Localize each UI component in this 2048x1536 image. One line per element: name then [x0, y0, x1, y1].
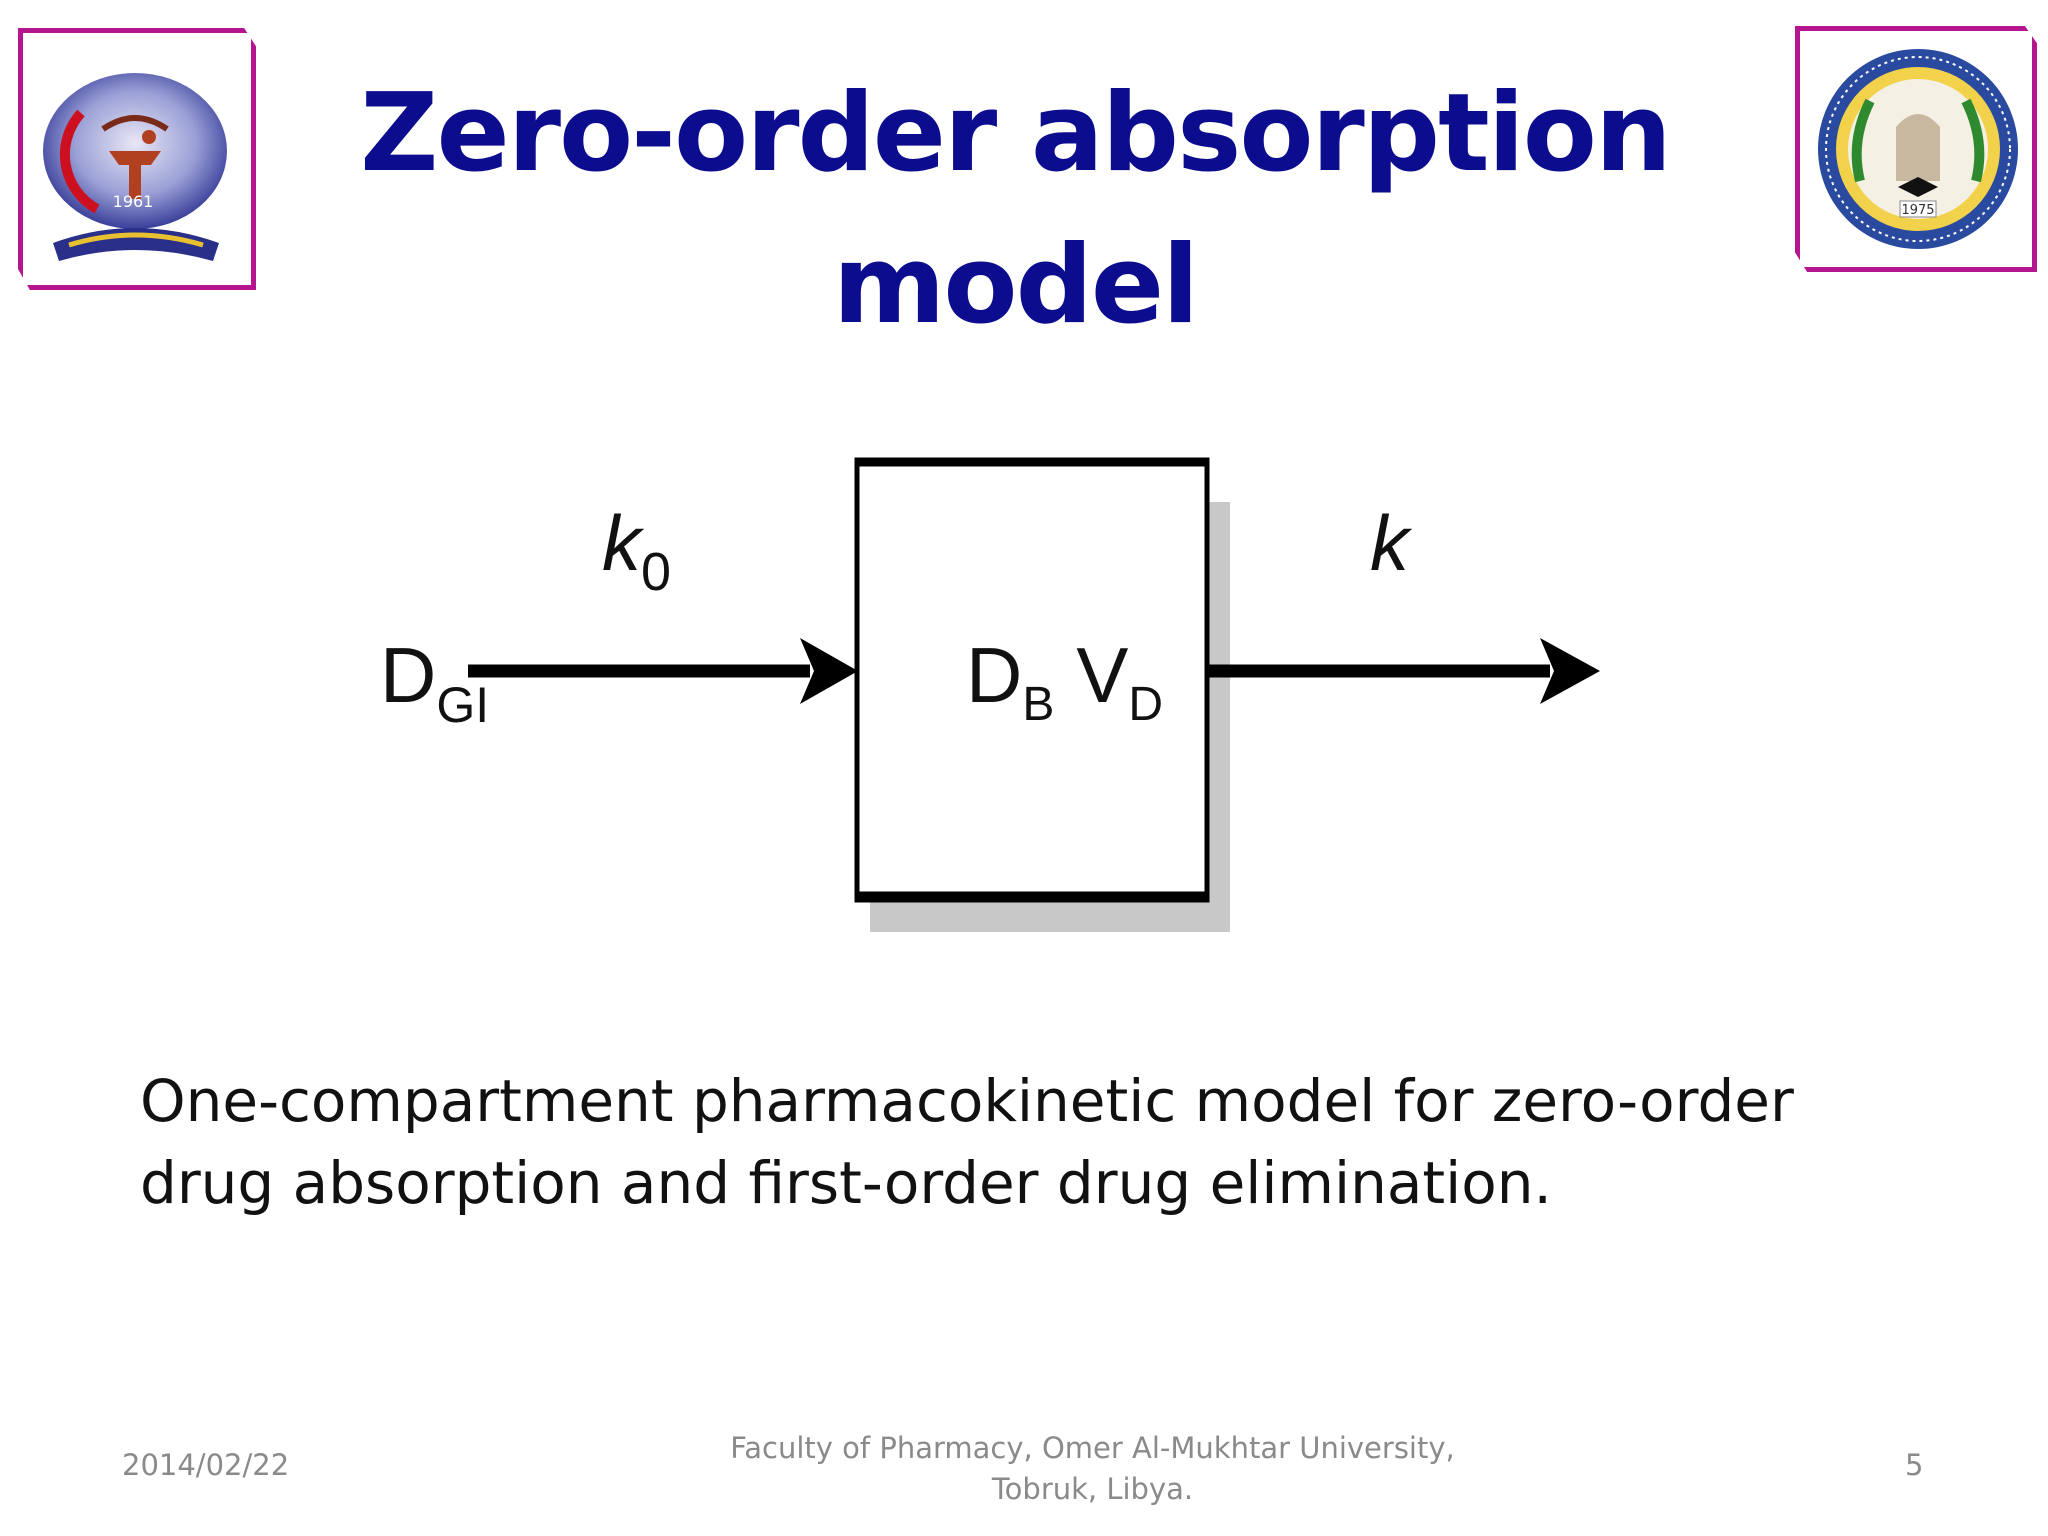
- footer-date: 2014/02/22: [122, 1448, 290, 1482]
- compartment-box: [854, 457, 1210, 903]
- absorption-rate-label-main: k: [602, 499, 645, 587]
- compartment-volume-main: V: [1076, 631, 1128, 719]
- elimination-rate-label: k: [1370, 499, 1413, 587]
- svg-text:1961: 1961: [113, 192, 154, 211]
- slide-number: 5: [1905, 1448, 1924, 1482]
- slide-title: Zero-order absorption model: [360, 71, 1672, 348]
- gi-dose-label-sub: GI: [436, 677, 489, 733]
- svg-text:1975: 1975: [1901, 203, 1934, 218]
- gi-dose-label: DGI: [380, 631, 489, 733]
- gi-dose-label-main: D: [380, 631, 436, 719]
- university-logo: 1975: [1795, 26, 2037, 272]
- compartment-volume-sub: D: [1128, 678, 1163, 731]
- faculty-logo: 1961: [18, 28, 256, 290]
- compartment-dose-sub: B: [1022, 678, 1054, 731]
- absorption-rate-label-sub: 0: [641, 542, 671, 602]
- elimination-arrow: [1207, 638, 1600, 704]
- compartment-dose-main: D: [966, 631, 1022, 719]
- faculty-emblem-icon: 1961: [43, 73, 227, 261]
- diagram-caption: One-compartment pharmacokinetic model fo…: [140, 1067, 1794, 1217]
- university-seal-icon: 1975: [1818, 49, 2018, 249]
- absorption-arrow: [468, 638, 858, 704]
- absorption-rate-label: k0: [602, 499, 671, 602]
- footer-institution: Faculty of Pharmacy, Omer Al-Mukhtar Uni…: [730, 1431, 1455, 1506]
